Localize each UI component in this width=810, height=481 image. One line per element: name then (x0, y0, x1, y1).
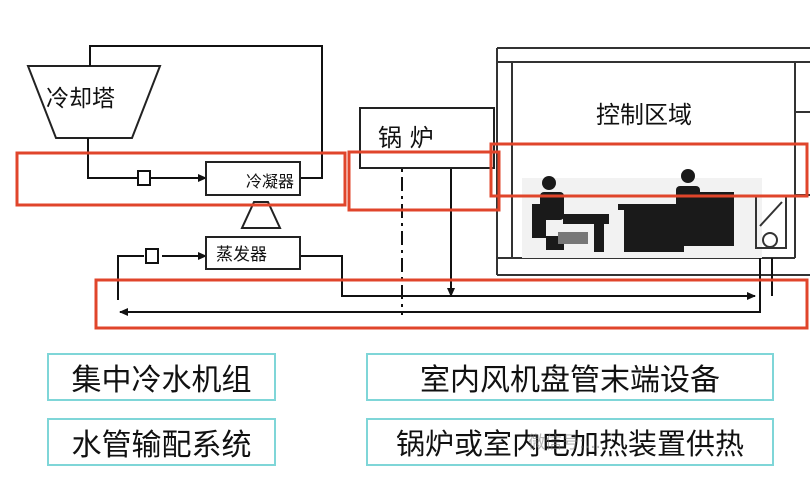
valve-upper (137, 170, 151, 186)
legend-chiller: 集中冷水机组 (47, 353, 276, 401)
highlight-chiller (15, 151, 347, 207)
legend-heating: 锅炉或室内电加热装置供热 (366, 418, 774, 466)
office-scene-illustration (522, 169, 787, 258)
watermark: 微信号:... (528, 433, 601, 453)
compressor-shape (240, 201, 282, 229)
legend-water-system: 水管输配系统 (47, 418, 276, 466)
boiler-box (359, 107, 495, 169)
highlight-boiler (347, 150, 501, 212)
control-area-label: 控制区域 (596, 101, 692, 129)
highlight-control (489, 142, 809, 198)
evaporator-label: 蒸发器 (216, 245, 267, 265)
highlight-pipes (94, 278, 809, 330)
pipes (87, 45, 773, 316)
cooling-tower-label: 冷却塔 (46, 86, 115, 112)
cooling-tower-shape (26, 65, 162, 139)
highlight-boxes (15, 142, 809, 330)
boiler-label: 锅 炉 (378, 124, 434, 152)
evaporator-box (205, 236, 301, 270)
condenser-label: 冷凝器 (246, 172, 294, 191)
valve-lower (145, 248, 159, 264)
condenser-box (205, 161, 301, 196)
legend-fan-coil: 室内风机盘管末端设备 (366, 353, 774, 401)
